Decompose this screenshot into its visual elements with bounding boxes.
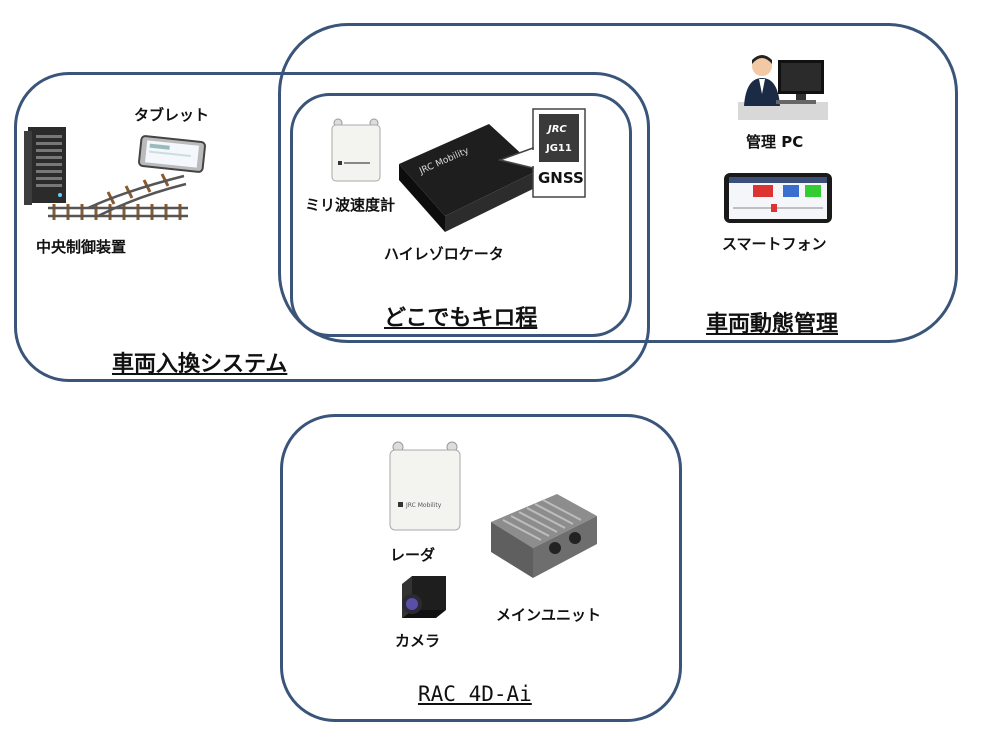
smartphone-icon: [724, 173, 832, 223]
pc-label: 管理 PC: [746, 133, 804, 151]
camera-icon: [402, 576, 446, 618]
railway-track-icon: [48, 173, 188, 220]
camera-label: カメラ: [395, 632, 441, 650]
radar-sensor-icon: [331, 118, 381, 182]
locator-label: ハイレゾロケータ: [384, 245, 504, 263]
fleet-management-frame: [278, 23, 958, 343]
radar-speed-label: ミリ波速度計: [305, 196, 396, 214]
main-unit-icon: [491, 494, 597, 578]
smartphone-label: スマートフォン: [722, 235, 827, 253]
rac-system-title: RAC 4D-Ai: [418, 682, 532, 706]
gnss-callout-icon: JRC JG11: [497, 108, 586, 198]
radar-unit-icon: JRC Mobility: [389, 441, 461, 531]
svg-text:JRC: JRC: [546, 124, 567, 135]
main-unit-label: メインユニット: [496, 606, 602, 624]
central-control-label: 中央制御装置: [36, 238, 127, 256]
yard-system-title: 車両入換システム: [112, 352, 288, 377]
fleet-system-title: 車両動態管理: [706, 312, 839, 337]
rac-system-frame: [280, 414, 682, 722]
server-icon: [24, 127, 66, 205]
operator-pc-icon: [738, 55, 828, 120]
locator-device-icon: JRC Mobility: [399, 124, 539, 232]
tablet-icon: [138, 135, 206, 173]
radar-label: レーダ: [390, 546, 436, 564]
svg-text:JG11: JG11: [545, 143, 572, 154]
kilo-system-title: どこでもキロ程: [384, 306, 538, 331]
svg-text:JRC Mobility: JRC Mobility: [405, 502, 442, 509]
tablet-label: タブレット: [134, 106, 210, 124]
gnss-label: GNSS: [538, 169, 584, 187]
kilo-system-frame: [290, 93, 632, 337]
